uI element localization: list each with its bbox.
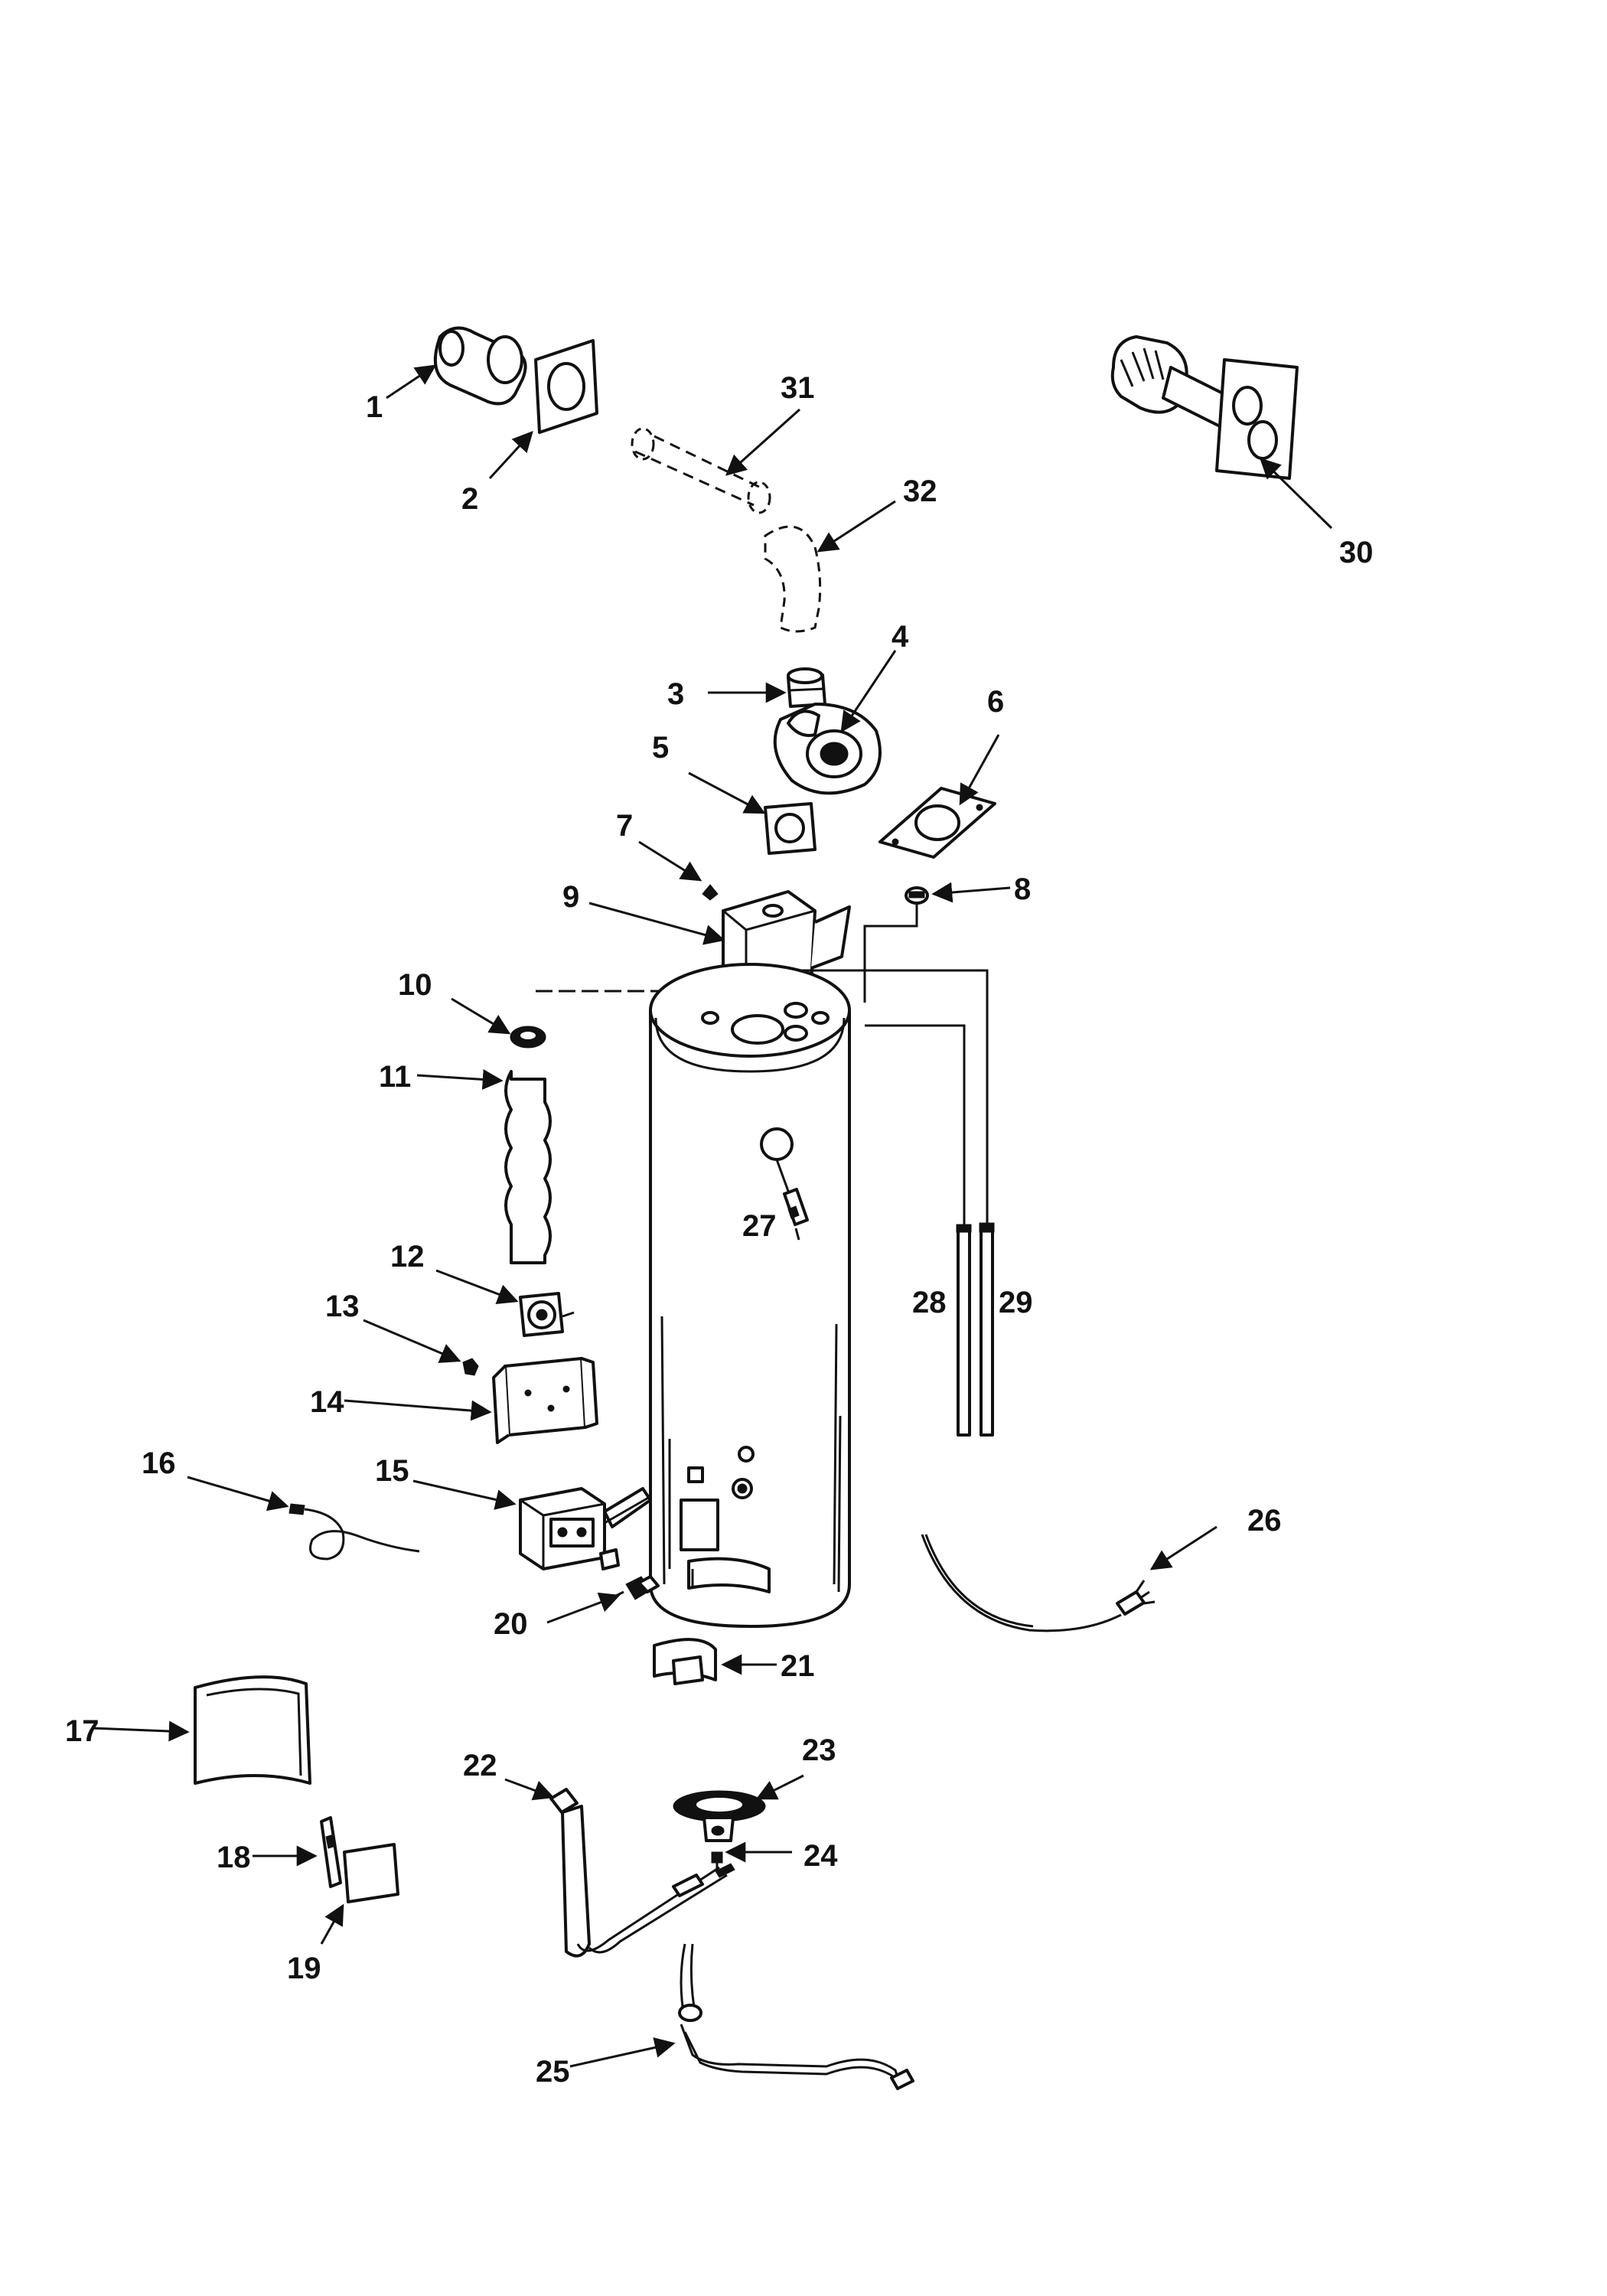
part-2-gasket xyxy=(534,339,598,434)
callout-29: 29 xyxy=(999,1286,1033,1319)
callout-18: 18 xyxy=(217,1841,251,1874)
callout-4: 4 xyxy=(892,620,909,654)
part-17-outer-door xyxy=(194,1675,311,1785)
part-28-rod xyxy=(956,1224,972,1437)
part-25-pilot-assembly xyxy=(678,1943,914,2090)
part-32-vent-elbow xyxy=(764,525,822,633)
part-4-blower xyxy=(773,703,882,795)
callout-16: 16 xyxy=(142,1446,176,1480)
callout-25: 25 xyxy=(536,2055,570,2089)
part-15-gas-control-valve xyxy=(519,1464,713,1570)
callout-15: 15 xyxy=(375,1454,409,1488)
part-1-vent-elbow xyxy=(433,326,527,406)
part-5-gasket xyxy=(764,802,817,855)
callout-1: 1 xyxy=(366,390,383,424)
wire-tank-to-28 xyxy=(865,1024,966,1225)
part-6-plate-gasket xyxy=(878,787,996,859)
callout-3: 3 xyxy=(667,677,684,711)
part-22-burner-tube xyxy=(549,1788,735,1958)
callout-22: 22 xyxy=(463,1749,497,1782)
water-heater-tank xyxy=(649,963,851,1628)
part-30-vent-terminal xyxy=(1110,335,1299,480)
callout-11: 11 xyxy=(379,1060,411,1094)
callout-13: 13 xyxy=(325,1290,360,1323)
callout-12: 12 xyxy=(390,1240,425,1274)
callout-17: 17 xyxy=(65,1714,99,1748)
callout-26: 26 xyxy=(1247,1504,1282,1538)
part-8-fitting xyxy=(905,886,929,905)
callout-27: 27 xyxy=(742,1209,777,1243)
part-7-screw xyxy=(702,884,719,901)
part-21-shield xyxy=(653,1638,717,1685)
part-31-vent-pipe xyxy=(631,427,771,514)
callout-23: 23 xyxy=(802,1733,836,1767)
part-14-bracket xyxy=(492,1357,598,1444)
callout-19: 19 xyxy=(287,1952,321,1985)
callout-20: 20 xyxy=(494,1607,528,1641)
part-24-orifice xyxy=(711,1851,723,1872)
callout-10: 10 xyxy=(398,968,432,1002)
callout-2: 2 xyxy=(461,482,478,516)
part-12-pressure-switch xyxy=(519,1292,575,1337)
callout-30: 30 xyxy=(1339,536,1374,569)
callout-6: 6 xyxy=(987,685,1004,719)
part-18-bracket xyxy=(320,1816,342,1888)
callout-28: 28 xyxy=(912,1286,947,1319)
part-23-burner xyxy=(673,1790,766,1842)
part-19-inner-door xyxy=(343,1843,399,1903)
callout-leaders xyxy=(91,364,1333,2068)
callout-5: 5 xyxy=(652,731,669,765)
part-11-flex-pipe xyxy=(504,1070,552,1264)
part-27-sensor xyxy=(775,1159,809,1241)
part-3-adapter xyxy=(787,667,826,708)
callout-21: 21 xyxy=(781,1649,815,1683)
part-13-screw xyxy=(462,1358,479,1376)
part-29-rod xyxy=(979,1222,995,1437)
callout-7: 7 xyxy=(616,809,633,843)
callout-9: 9 xyxy=(562,880,579,914)
callout-labels: 1 2 3 4 5 6 7 8 9 10 11 12 13 14 15 16 1… xyxy=(65,371,1374,2089)
part-10-washer xyxy=(510,1026,546,1049)
callout-8: 8 xyxy=(1014,872,1031,906)
part-26-wire-harness xyxy=(921,1534,1156,1632)
callout-32: 32 xyxy=(903,475,937,508)
callout-31: 31 xyxy=(781,371,815,405)
callout-24: 24 xyxy=(804,1839,838,1873)
wire-junction-to-29 xyxy=(765,969,989,1225)
part-16-wire xyxy=(288,1503,420,1561)
wire-8-to-tank xyxy=(863,903,918,1003)
callout-14: 14 xyxy=(310,1385,344,1419)
